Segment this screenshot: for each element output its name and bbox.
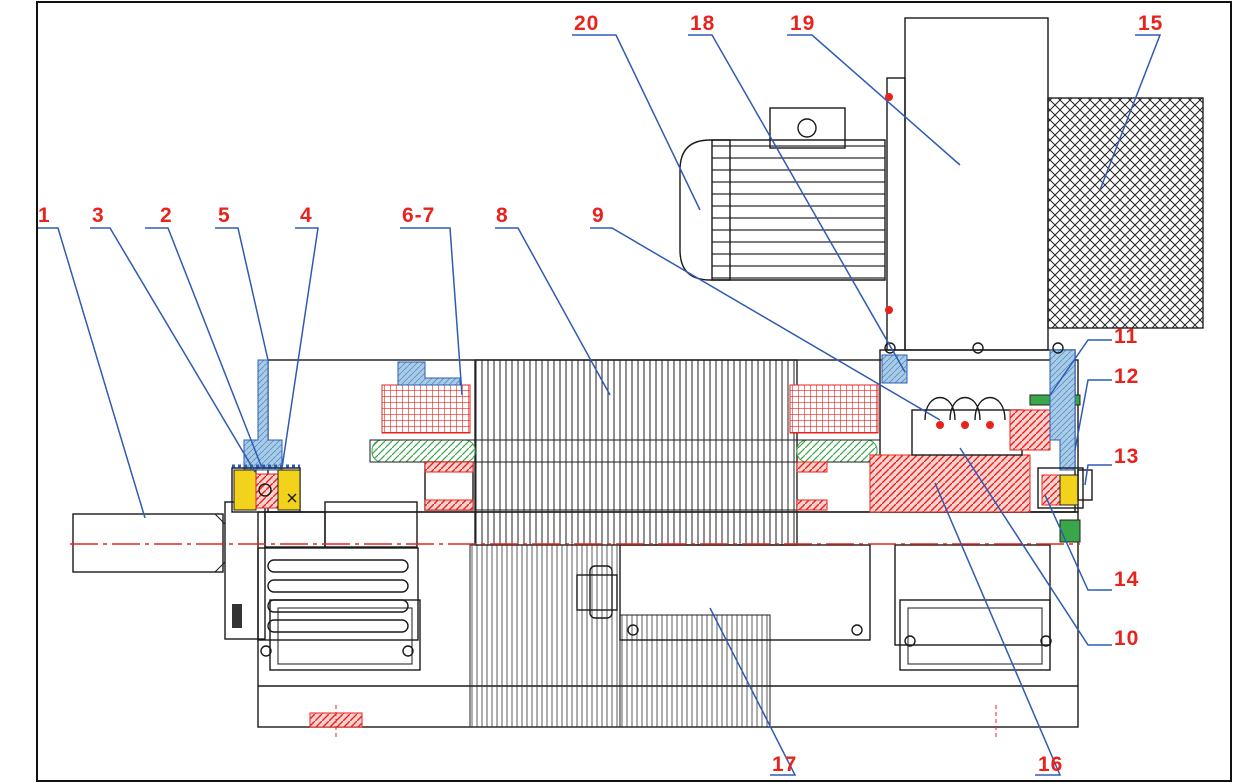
label-part-10: 10	[1114, 627, 1139, 650]
motor-body	[72, 342, 1093, 740]
label-part-5: 5	[218, 204, 231, 227]
label-part-8: 8	[496, 204, 509, 227]
label-part-15: 15	[1138, 12, 1163, 35]
air-filter	[1047, 97, 1204, 329]
label-part-13: 13	[1114, 445, 1139, 468]
part-labels: 1 2 3 4 5 6-7 8 9 10 11 12 13 14 15 16 1…	[38, 12, 1163, 776]
label-part-4: 4	[300, 204, 313, 227]
winding-left	[381, 384, 471, 434]
label-part-20: 20	[574, 12, 599, 35]
label-part-18: 18	[690, 12, 715, 35]
label-part-11: 11	[1114, 325, 1138, 348]
leader-lines	[38, 34, 1162, 776]
label-part-14: 14	[1114, 568, 1139, 591]
label-part-9: 9	[592, 204, 605, 227]
winding-right	[789, 384, 879, 434]
label-part-3: 3	[92, 204, 105, 227]
slip-ring-hub	[869, 454, 1031, 513]
label-part-19: 19	[790, 12, 815, 35]
shaft	[72, 513, 224, 573]
blower-assembly	[679, 17, 1204, 351]
label-part-12: 12	[1114, 365, 1139, 388]
label-part-17: 17	[772, 753, 797, 776]
label-part-6-7: 6-7	[402, 204, 435, 227]
label-part-16: 16	[1038, 753, 1063, 776]
label-part-2: 2	[160, 204, 173, 227]
vent-louvers	[257, 547, 419, 641]
label-part-1: 1	[38, 204, 51, 227]
